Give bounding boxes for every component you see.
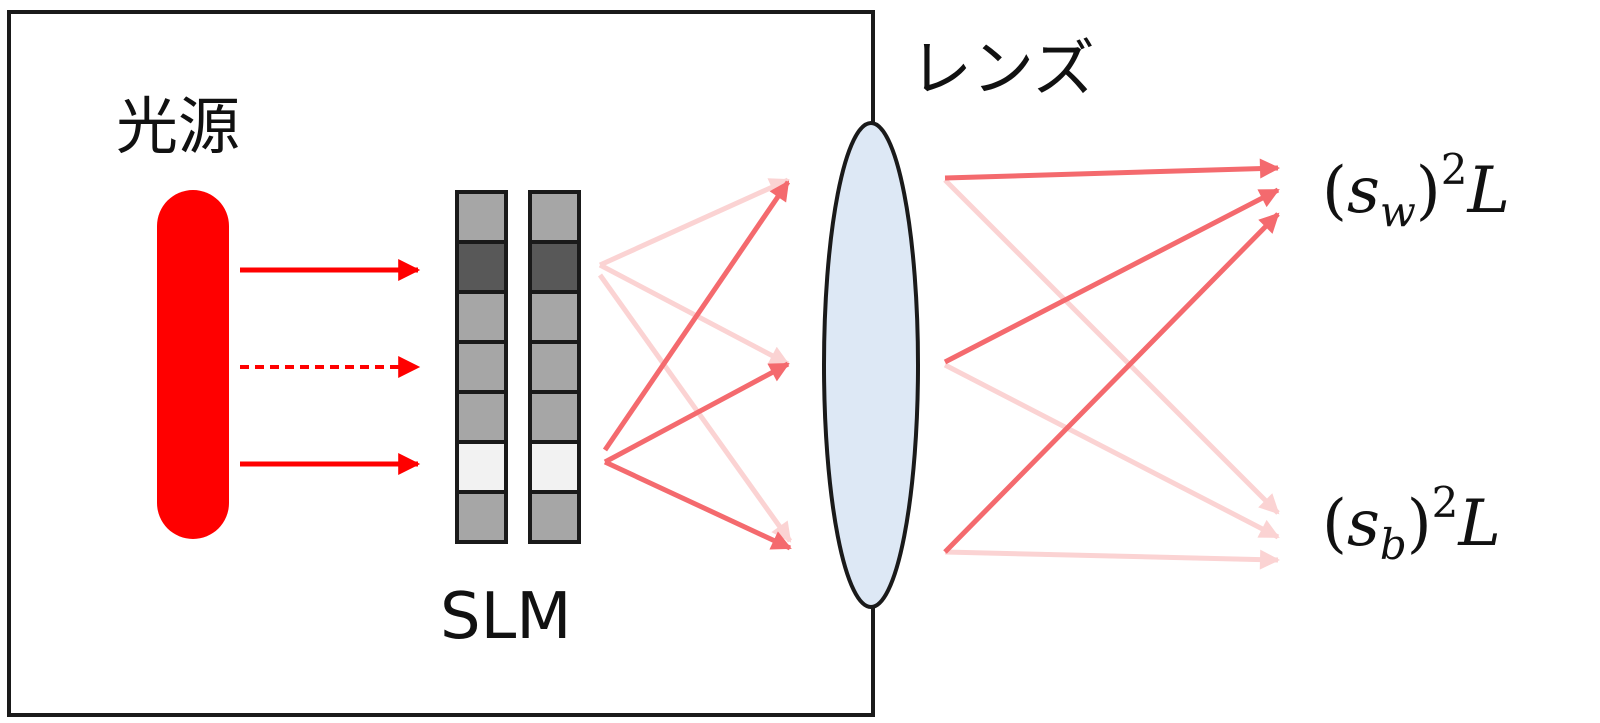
paren-close: ) (1416, 154, 1441, 228)
subscript: b (1380, 520, 1407, 569)
paren-close: ) (1407, 487, 1432, 561)
slm-cell (528, 490, 581, 544)
lens (822, 121, 920, 609)
slm-cell (455, 340, 508, 394)
slm-cell (455, 440, 508, 494)
slm-cell (528, 440, 581, 494)
faint-ray (943, 362, 1280, 540)
faint-ray (597, 273, 793, 543)
subscript: w (1380, 187, 1416, 236)
light-source-bar (157, 190, 229, 539)
strong-ray (603, 459, 792, 551)
strong-ray (943, 212, 1280, 554)
light-source-label: 光源 (116, 90, 240, 163)
strong-ray (603, 361, 790, 465)
slm-cell (455, 240, 508, 294)
variable: s (1347, 154, 1380, 228)
variable: L (1457, 487, 1501, 561)
slm-cell (528, 340, 581, 394)
slm-cell (455, 390, 508, 444)
strong-ray (602, 180, 791, 452)
output-label-top: (sw)2L (1322, 145, 1510, 236)
slm-cell (455, 290, 508, 344)
faint-rays-output (943, 178, 1280, 570)
slm-cell (528, 240, 581, 294)
slm-column-left (455, 190, 508, 544)
slm-cell (528, 290, 581, 344)
strong-rays-output (943, 158, 1280, 554)
lens-label: レンズ (910, 32, 1095, 105)
variable: s (1347, 487, 1380, 561)
slm-cell (455, 190, 508, 244)
strong-ray (944, 158, 1280, 181)
paren-open: ( (1322, 487, 1347, 561)
exponent: 2 (1432, 478, 1459, 527)
slm-cell (528, 390, 581, 444)
slm-cell (528, 190, 581, 244)
slm-cell (455, 490, 508, 544)
faint-ray (944, 549, 1280, 570)
strong-rays-slm (602, 180, 792, 551)
faint-ray (598, 262, 790, 367)
variable: L (1466, 154, 1510, 228)
slm-column-right (528, 190, 581, 544)
source-beams (240, 259, 421, 475)
faint-ray (943, 178, 1280, 515)
slm-label: SLM (440, 580, 572, 654)
strong-ray (943, 187, 1280, 365)
faint-ray (598, 177, 790, 268)
output-label-bottom: (sb)2L (1322, 478, 1501, 569)
exponent: 2 (1441, 145, 1468, 194)
slm (455, 190, 581, 544)
faint-rays-slm (597, 177, 793, 543)
paren-open: ( (1322, 154, 1347, 228)
